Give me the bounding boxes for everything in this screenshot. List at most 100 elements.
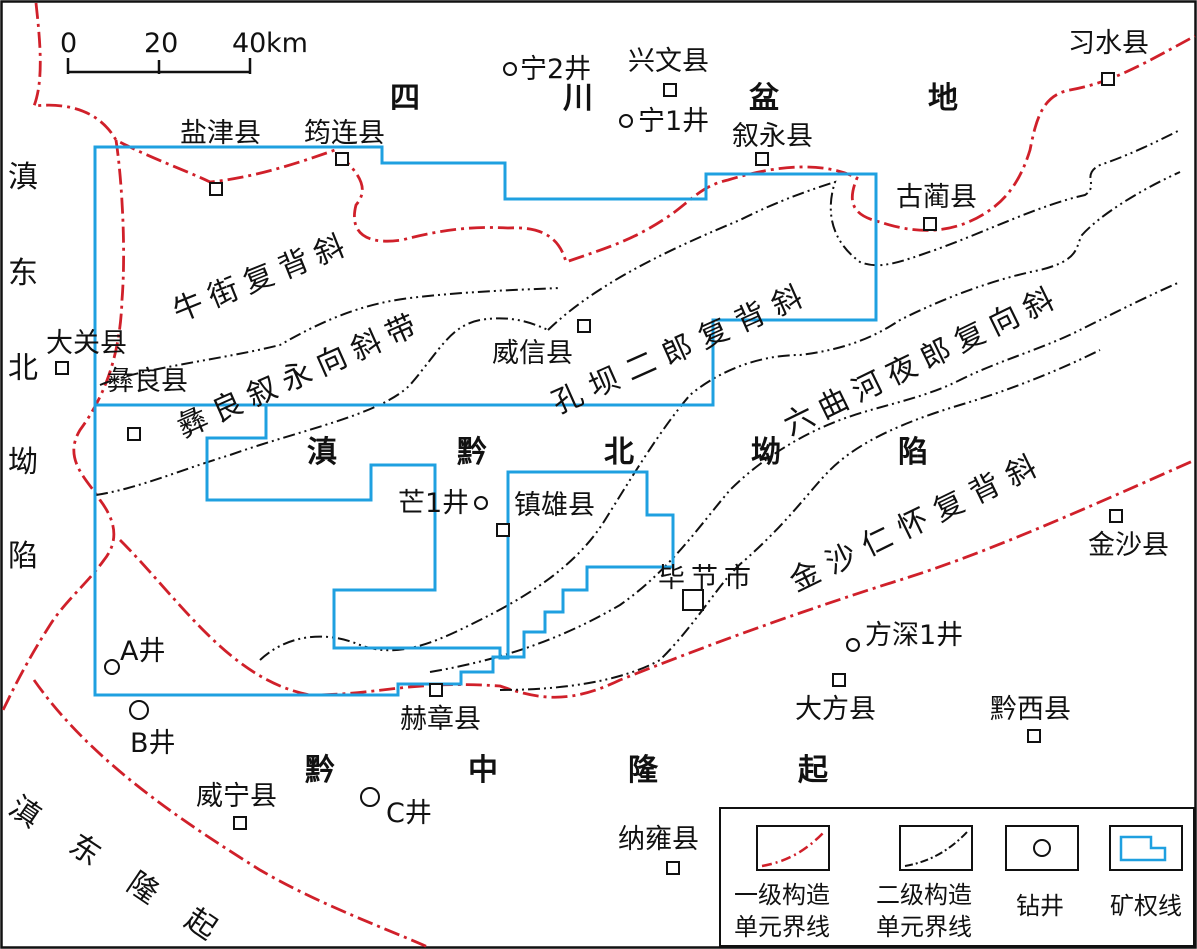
county-label-bijie: 毕节市	[658, 563, 757, 594]
region-sichuan-3: 盆	[749, 81, 780, 116]
legend-mining-label: 矿权线	[1110, 892, 1182, 920]
region-dianqian-4: 坳	[751, 435, 781, 470]
region-diandong-3: 北	[8, 351, 38, 386]
second-order-boundary-kongba	[547, 129, 1181, 331]
second-order-boundary-jinsha	[499, 349, 1101, 691]
county-marker-dafang	[832, 673, 846, 687]
county-label-qianxi: 黔西县	[990, 694, 1071, 725]
region-diandong-5: 陷	[8, 539, 38, 574]
region-diandong-uplift-4: 起	[178, 902, 222, 948]
well-label-mang1: 芒1井	[398, 488, 469, 519]
county-label-yiliang: 彝良县	[107, 366, 188, 397]
structure-labels: 牛街复背斜 彝良叙永向斜带 孔坝二郎复背斜 六曲河夜郎复向斜 金沙仁怀复背斜	[168, 226, 1067, 599]
well-label-ning2: 宁2井	[520, 54, 591, 85]
county-marker-bijie	[682, 589, 704, 611]
region-qianzhong-2: 中	[468, 753, 498, 788]
scale-tick-40: 40	[232, 28, 266, 59]
legend-first-order-label-2: 单元界线	[734, 913, 830, 941]
region-diandong-4: 坳	[8, 445, 38, 480]
legend-second-order-box	[899, 825, 973, 871]
well-marker-mang1	[474, 496, 488, 510]
scale-unit: km	[266, 28, 308, 59]
county-label-jinsha: 金沙县	[1088, 530, 1169, 561]
second-order-boundary-liuqu	[429, 281, 1181, 673]
legend: 一级构造 单元界线 二级构造 单元界线 钻井 矿权线	[719, 807, 1195, 947]
well-label-a: A井	[120, 636, 165, 667]
well-label-b: B井	[130, 728, 176, 759]
county-marker-weining	[233, 816, 247, 830]
well-label-fangshen1: 方深1井	[865, 620, 963, 651]
county-marker-weixin	[577, 319, 591, 333]
second-order-boundary-niujie	[99, 287, 561, 386]
region-qianzhong-4: 起	[798, 753, 829, 788]
mining-right-boundary	[93, 145, 878, 697]
legend-mining-symbol	[1119, 835, 1167, 862]
region-qianzhong-1: 黔	[305, 753, 335, 788]
well-label-c: C井	[386, 798, 432, 829]
region-dianqian-5: 陷	[898, 435, 928, 470]
legend-well-symbol	[1033, 839, 1051, 857]
county-marker-yiliang	[127, 427, 141, 441]
region-qianzhong-3: 隆	[628, 753, 659, 788]
county-label-weining: 威宁县	[196, 781, 277, 812]
structure-yiliang-xuyong: 彝良叙永向斜带	[172, 305, 429, 445]
county-marker-yanjin	[209, 182, 223, 196]
county-label-xiushui: 习水县	[1068, 28, 1149, 59]
well-marker-fangshen1	[846, 638, 860, 652]
county-markers	[55, 72, 1123, 875]
county-label-junlian: 筠连县	[304, 118, 385, 149]
region-sichuan-2: 川	[563, 81, 593, 116]
county-label-nayong: 纳雍县	[618, 824, 699, 855]
well-marker-b	[129, 700, 149, 720]
structure-liuqu-yelang: 六曲河夜郎复向斜	[778, 278, 1067, 443]
scale-tick-0: 0	[60, 28, 77, 59]
county-label-gulin: 古蔺县	[896, 182, 977, 213]
region-dianqian-2: 黔	[457, 435, 487, 470]
county-label-dafang: 大方县	[795, 694, 876, 725]
region-diandong-2: 东	[8, 256, 38, 291]
well-marker-ning2	[503, 62, 517, 76]
county-label-hezhang: 赫章县	[400, 704, 481, 735]
region-diandong-uplift-3: 隆	[120, 866, 164, 912]
county-label-daguan: 大关县	[46, 328, 127, 359]
legend-first-order-box	[756, 825, 830, 871]
well-marker-ning1	[619, 114, 633, 128]
well-marker-c	[360, 787, 380, 807]
county-label-yanjin: 盐津县	[180, 118, 261, 149]
scale-tick-20: 20	[144, 28, 178, 59]
legend-second-order-label-1: 二级构造	[876, 881, 972, 909]
second-order-boundaries	[95, 129, 1181, 691]
scale-bar: 0 20 40 km	[60, 28, 308, 74]
county-marker-zhenxiong	[496, 523, 510, 537]
legend-second-order-line	[904, 831, 968, 867]
county-marker-qianxi	[1027, 729, 1041, 743]
region-dianqian-1: 滇	[307, 435, 337, 470]
county-label-zhenxiong: 镇雄县	[514, 490, 595, 521]
county-marker-daguan	[55, 361, 69, 375]
well-marker-a	[104, 659, 120, 675]
county-label-xingwen: 兴文县	[628, 46, 709, 77]
well-label-ning1: 宁1井	[638, 106, 709, 137]
region-diandong-uplift-2: 东	[62, 828, 106, 874]
legend-first-order-label-1: 一级构造	[734, 881, 830, 909]
county-marker-hezhang	[429, 683, 443, 697]
legend-second-order-label-2: 单元界线	[876, 913, 972, 941]
first-order-boundary-qianzhong	[119, 458, 1196, 699]
structure-niujie: 牛街复背斜	[168, 226, 357, 330]
well-labels: 宁2井 宁1井 芒1井 方深1井 A井 B井 C井	[120, 54, 963, 829]
county-marker-xingwen	[663, 83, 677, 97]
county-marker-gulin	[923, 217, 937, 231]
region-diandong-1: 滇	[8, 160, 38, 195]
legend-first-order-line	[761, 831, 825, 868]
county-label-weixin: 威信县	[492, 338, 573, 369]
well-markers	[104, 62, 860, 807]
county-marker-xiushui	[1101, 72, 1115, 86]
region-diandong-uplift-1: 滇	[2, 790, 46, 836]
second-order-boundary-yiliang-xuyong	[95, 317, 549, 496]
region-sichuan-4: 地	[928, 81, 958, 116]
county-labels: 盐津县 筠连县 兴文县 习水县 叙永县 古蔺县 大关县 彝良县 威信县 镇雄县 …	[46, 28, 1169, 855]
region-sichuan-1: 四	[390, 81, 420, 116]
county-marker-nayong	[666, 861, 680, 875]
